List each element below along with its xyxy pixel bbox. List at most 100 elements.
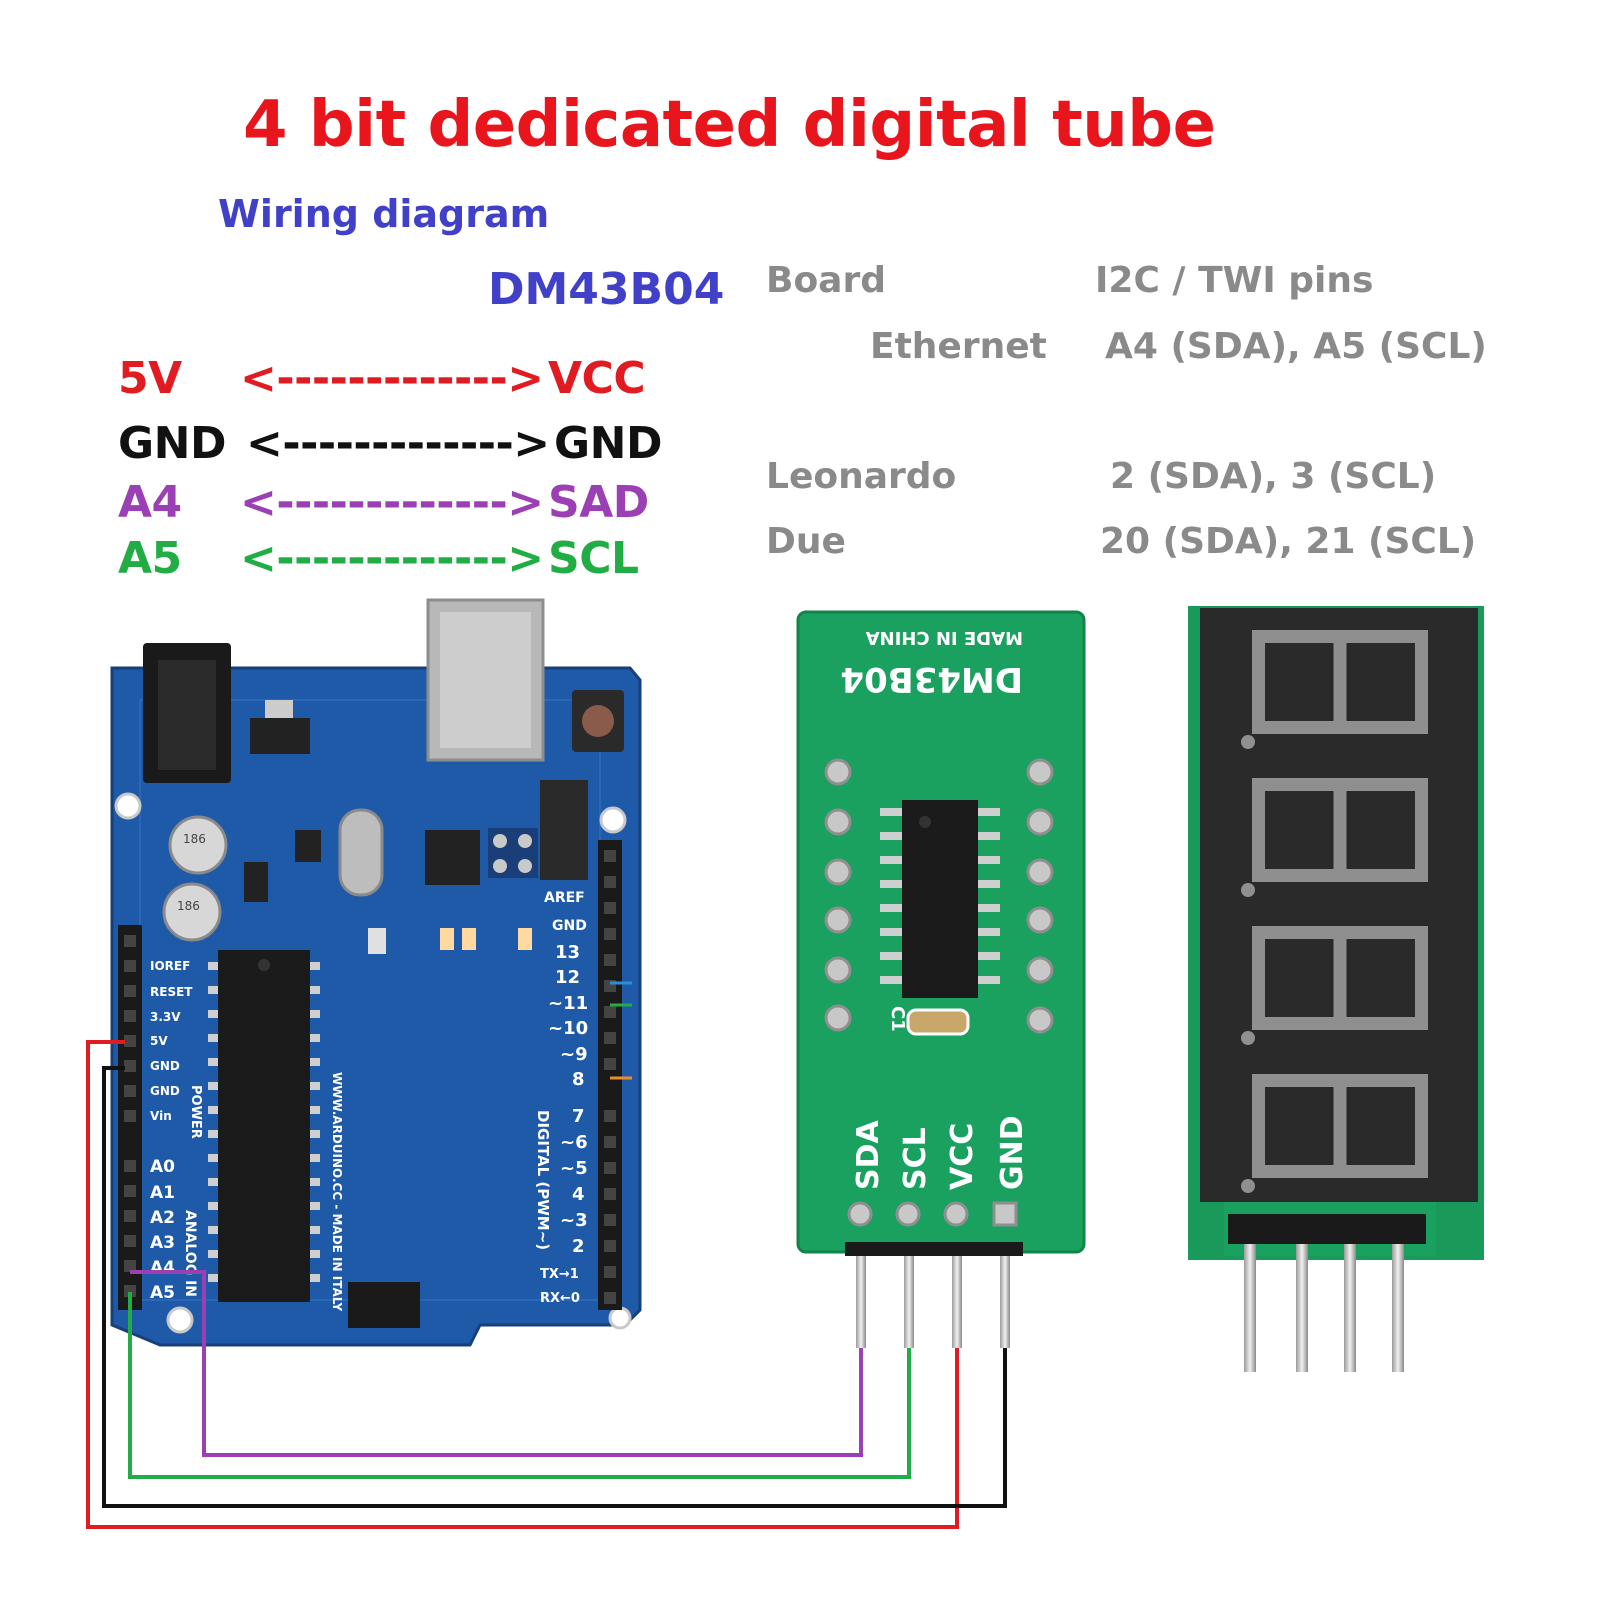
power-pin-label: RESET — [150, 985, 193, 999]
aref-label: AREF — [544, 890, 585, 906]
module-pin-label-sda: SDA — [851, 1119, 886, 1190]
display-segment — [1333, 1074, 1347, 1178]
display-segment — [1344, 1165, 1428, 1178]
pin-table-row-pins: A4 (SDA), A5 (SCL) — [1105, 326, 1487, 367]
connection-from: A4 — [118, 477, 182, 528]
display-digit — [1241, 926, 1428, 1045]
display-segment — [1252, 1074, 1336, 1087]
wires — [86, 1040, 1007, 1529]
capacitor-label: 186 — [183, 832, 206, 846]
module-made-in-label: MADE IN CHINA — [866, 627, 1023, 648]
display-segment — [1344, 1017, 1428, 1030]
digital-pin-label: ~6 — [560, 1132, 588, 1153]
digital-pin-label: ~9 — [560, 1044, 588, 1065]
mounting-hole — [114, 792, 142, 820]
analog-pin-label: A4 — [150, 1258, 175, 1278]
display-segment — [1344, 721, 1428, 734]
display-segment — [1333, 926, 1347, 1030]
connection-arrow: <-------------> — [246, 418, 550, 469]
display-segment — [1252, 630, 1265, 734]
driver-module: MADE IN CHINA DM43B04 C1 SD — [796, 610, 1086, 1348]
pin-table-row-board: Ethernet — [870, 326, 1047, 367]
pin-table-row-pins: 20 (SDA), 21 (SCL) — [1100, 521, 1477, 562]
connection-arrow: <-------------> — [240, 353, 544, 404]
power-pin-label: GND — [150, 1084, 180, 1098]
display-segment — [1252, 926, 1336, 939]
decimal-point — [1241, 1179, 1255, 1193]
digital-pin-label: RX←0 — [540, 1291, 580, 1306]
module-header-pins — [856, 1256, 1010, 1348]
display-segment — [1344, 630, 1428, 643]
digital-pin-label: TX→1 — [540, 1267, 579, 1282]
digital-pin-label: 8 — [572, 1069, 585, 1090]
display-segment — [1252, 1165, 1336, 1178]
digital-pin-label: ~5 — [560, 1158, 588, 1179]
gnd-label: GND — [552, 918, 587, 934]
digital-pin-label: ~3 — [560, 1210, 588, 1231]
digital-header — [598, 840, 622, 1310]
module-capacitor-label: C1 — [887, 1006, 908, 1032]
decimal-point — [1241, 883, 1255, 897]
usb-interface-chip — [425, 830, 480, 885]
pin-table-row-pins: 2 (SDA), 3 (SCL) — [1110, 456, 1437, 497]
display-digit — [1241, 1074, 1428, 1193]
chip-pins-right — [310, 962, 320, 1282]
digital-pin-label: ~10 — [548, 1018, 588, 1039]
display-segment — [1344, 778, 1428, 791]
power-pin-label: 5V — [150, 1034, 168, 1048]
display-digit — [1241, 630, 1428, 749]
display-digit — [1241, 778, 1428, 897]
analog-section-label: ANALOG IN — [182, 1210, 198, 1297]
module-pin-label-gnd: GND — [995, 1115, 1030, 1190]
display-segment — [1252, 778, 1265, 882]
crystal-oscillator — [338, 808, 384, 897]
digital-pin-label: 12 — [555, 967, 580, 988]
connection-arrow: <-------------> — [240, 533, 544, 584]
atmega-microcontroller — [218, 950, 310, 1302]
module-capacitor — [906, 1008, 970, 1036]
connection-from: A5 — [118, 533, 182, 584]
module-pin-label-vcc: VCC — [945, 1123, 980, 1190]
module-model-silkscreen: DM43B04 — [840, 659, 1023, 699]
connection-to: SCL — [548, 533, 639, 584]
display-segment — [1333, 778, 1347, 882]
display-segment — [1344, 926, 1428, 939]
analog-pin-label: A0 — [150, 1157, 175, 1177]
board-maker-label: WWW.ARDUINO.CC - MADE IN ITALY — [330, 1072, 344, 1312]
driver-ic — [902, 800, 978, 998]
analog-pin-label: A3 — [150, 1233, 175, 1253]
digital-pin-label: 13 — [555, 942, 580, 963]
analog-pin-label: A1 — [150, 1183, 175, 1203]
pin-table-header-pins: I2C / TWI pins — [1095, 260, 1374, 301]
pin-table-row-board: Leonardo — [766, 456, 957, 497]
capacitor — [162, 882, 222, 942]
digital-pin-label: 7 — [572, 1106, 585, 1127]
digital-pin-label: 4 — [572, 1184, 585, 1205]
display-segment — [1415, 630, 1428, 734]
page-title: 4 bit dedicated digital tube — [243, 88, 1216, 162]
display-segment — [1252, 721, 1336, 734]
decimal-point — [1241, 1031, 1255, 1045]
display-segment — [1344, 1074, 1428, 1087]
diagram-subtitle: Wiring diagram — [218, 192, 550, 236]
display-segment — [1252, 630, 1336, 643]
chip-pins-left — [208, 962, 218, 1282]
display-segment — [1415, 1074, 1428, 1178]
module-side-pads — [824, 758, 1054, 1034]
display-segment — [1252, 778, 1336, 791]
display-digits — [1241, 630, 1428, 1193]
display-module — [1188, 606, 1484, 1372]
wire-a4-sda — [130, 1270, 863, 1457]
connection-to: VCC — [548, 353, 646, 404]
connection-arrow: <-------------> — [240, 477, 544, 528]
display-header-pins — [1244, 1244, 1404, 1372]
display-segment — [1252, 926, 1265, 1030]
wire-5v-vcc — [86, 1040, 959, 1529]
display-segment — [1344, 869, 1428, 882]
connection-from: 5V — [118, 353, 182, 404]
power-pin-label: IOREF — [150, 959, 190, 973]
module-model-label: DM43B04 — [488, 264, 725, 315]
pin-table-row-board: Due — [766, 521, 846, 562]
connection-to: SAD — [548, 477, 649, 528]
